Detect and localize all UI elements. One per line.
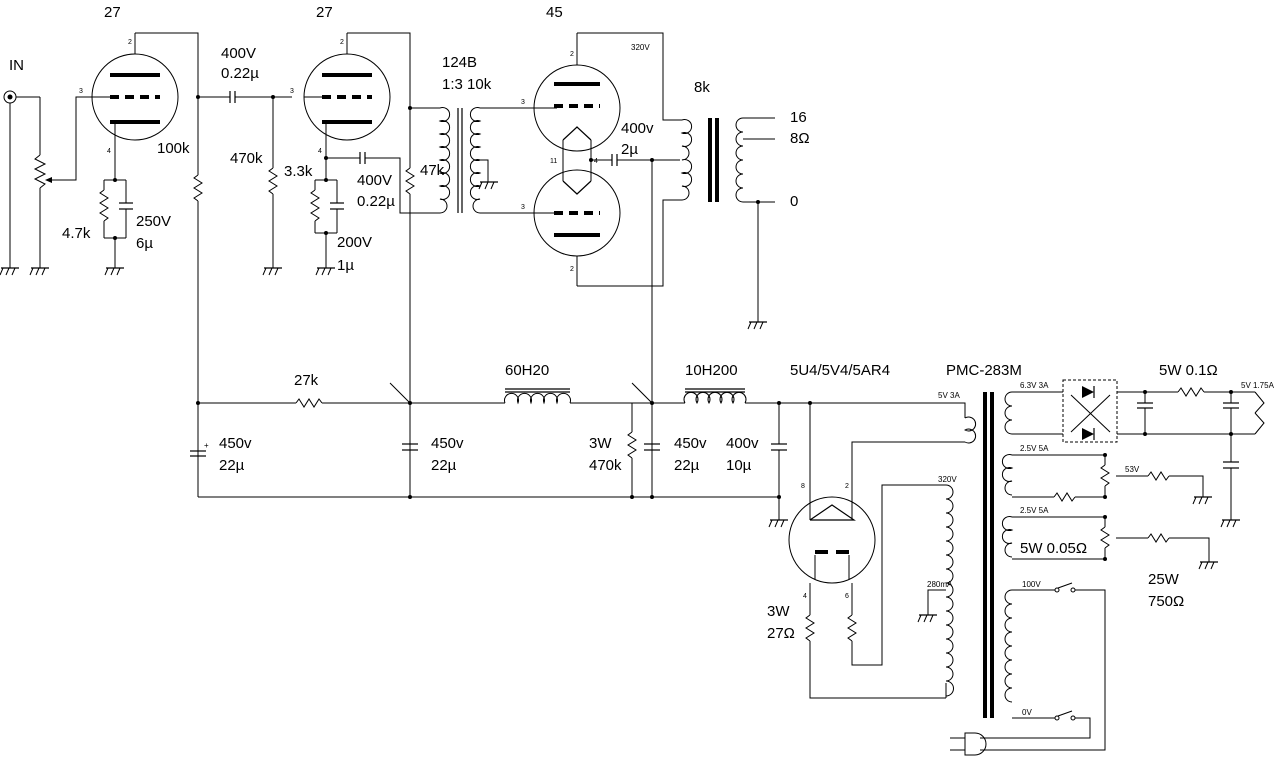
coupling-cap-value: 0.22µ [221,65,259,82]
rectifier-tube [788,403,965,699]
r-k1-label: 4.7k [62,225,91,242]
ot-impedance-label: 8k [694,79,710,96]
choke1-label: 60H20 [505,362,549,379]
c3-voltage: 450v [674,435,707,452]
c1-value: 22µ [219,457,245,474]
res-25w-label: 25W [1148,571,1180,588]
filament-2v5-network [1012,453,1218,570]
v1-pin4: 4 [107,148,111,155]
v2-type-label: 27 [316,4,333,21]
tube-v3-lower [533,169,621,286]
ground-in1 [0,267,19,276]
v1-cathode-network [99,178,133,276]
r-plate1-label: 100k [157,140,190,157]
c-k2-value: 1µ [337,257,354,274]
input-jack [3,90,40,268]
v2-plate-wiring [347,32,440,497]
c-k1-voltage: 250V [136,213,171,230]
v2-pin3: 3 [290,88,294,95]
coupling-cap-voltage: 400V [221,45,256,62]
grid-resistor-v2 [262,97,282,276]
r-47k-label: 47k [420,162,445,179]
v3-pin4: 4 [594,158,598,165]
v3-pin3-bottom: 3 [521,204,525,211]
pri-0v-label: 0V [1022,708,1032,717]
input-label: IN [9,57,24,74]
rect-pin4: 4 [803,593,807,600]
sec-320v-label: 320V [938,475,957,484]
v1-pin2: 2 [128,39,132,46]
filament-wiring [562,140,680,497]
it-name-label: 124B [442,54,477,71]
tap-0-label: 0 [790,193,798,210]
v3-pin11: 11 [550,158,557,165]
rect-pin8: 8 [801,483,805,490]
rect-pin2: 2 [845,483,849,490]
output-transformer [577,32,775,330]
tap-8-label: 8Ω [790,130,810,147]
v1-type-label: 27 [104,4,121,21]
cap-polarity-plus: + [204,441,209,450]
c-k1-value: 6µ [136,235,153,252]
r-bleed-value: 470k [589,457,622,474]
v3-pin2-top: 2 [570,51,574,58]
rect-type-label: 5U4/5V4/5AR4 [790,362,890,379]
power-transformer [917,391,1014,718]
pt-type-label: PMC-283M [946,362,1022,379]
tube-v1 [91,33,179,180]
res-5w2-label: 5W 0.05Ω [1020,540,1087,557]
v3-type-label: 45 [546,4,563,21]
v2-pin4: 4 [318,148,322,155]
res-750-label: 750Ω [1148,593,1184,610]
sec-25v-b-label: 2.5V 5A [1020,506,1049,515]
it-ratio-label: 1:3 10k [442,76,492,93]
v1-plate-wiring [135,32,292,497]
sec-63v-label: 6.3V 3A [1020,381,1049,390]
c-out-value: 2µ [621,141,638,158]
r-k2-label: 3.3k [284,163,313,180]
interstage-transformer [438,107,537,214]
c1-voltage: 450v [219,435,252,452]
r-rect-value: 27Ω [767,625,795,642]
c4-value: 10µ [726,457,752,474]
tube-v3-upper [533,33,621,152]
tap-16-label: 16 [790,109,807,126]
mains-primary [950,582,1106,756]
v2-cathode-network [310,152,410,276]
sec-25v-a-label: 2.5V 5A [1020,444,1049,453]
c-fb-voltage: 400V [357,172,392,189]
c4-voltage: 400v [726,435,759,452]
c-fb-value: 0.22µ [357,193,395,210]
volume-potentiometer [33,96,95,268]
v3-pin2-bottom: 2 [570,266,574,273]
sec-5v-label: 5V 3A [938,391,960,400]
r-27k-label: 27k [294,372,319,389]
tap-280ma-label: 280mA [927,580,953,589]
ground-in2 [29,267,49,276]
c3-value: 22µ [674,457,700,474]
v53-label: 53V [1125,465,1140,474]
choke2-label: 10H200 [685,362,738,379]
res-5w-label: 5W 0.1Ω [1159,362,1218,379]
v2-pin2: 2 [340,39,344,46]
rect-pin6: 6 [845,593,849,600]
heater-supply [1012,379,1265,528]
r-bleed-watt: 3W [589,435,612,452]
out-5v-label: 5V 1.75A [1241,381,1275,390]
power-supply-rail: + [190,382,966,528]
plate-voltage-label: 320V [631,43,650,52]
c-out-voltage: 400v [621,120,654,137]
c2-voltage: 450v [431,435,464,452]
r-rect-watt: 3W [767,603,790,620]
r-grid2-label: 470k [230,150,263,167]
pri-100v-label: 100V [1022,580,1041,589]
v1-pin3: 3 [79,88,83,95]
c2-value: 22µ [431,457,457,474]
v3-pin3-top: 3 [521,99,525,106]
tube-v2 [303,33,391,180]
c-k2-voltage: 200V [337,234,372,251]
